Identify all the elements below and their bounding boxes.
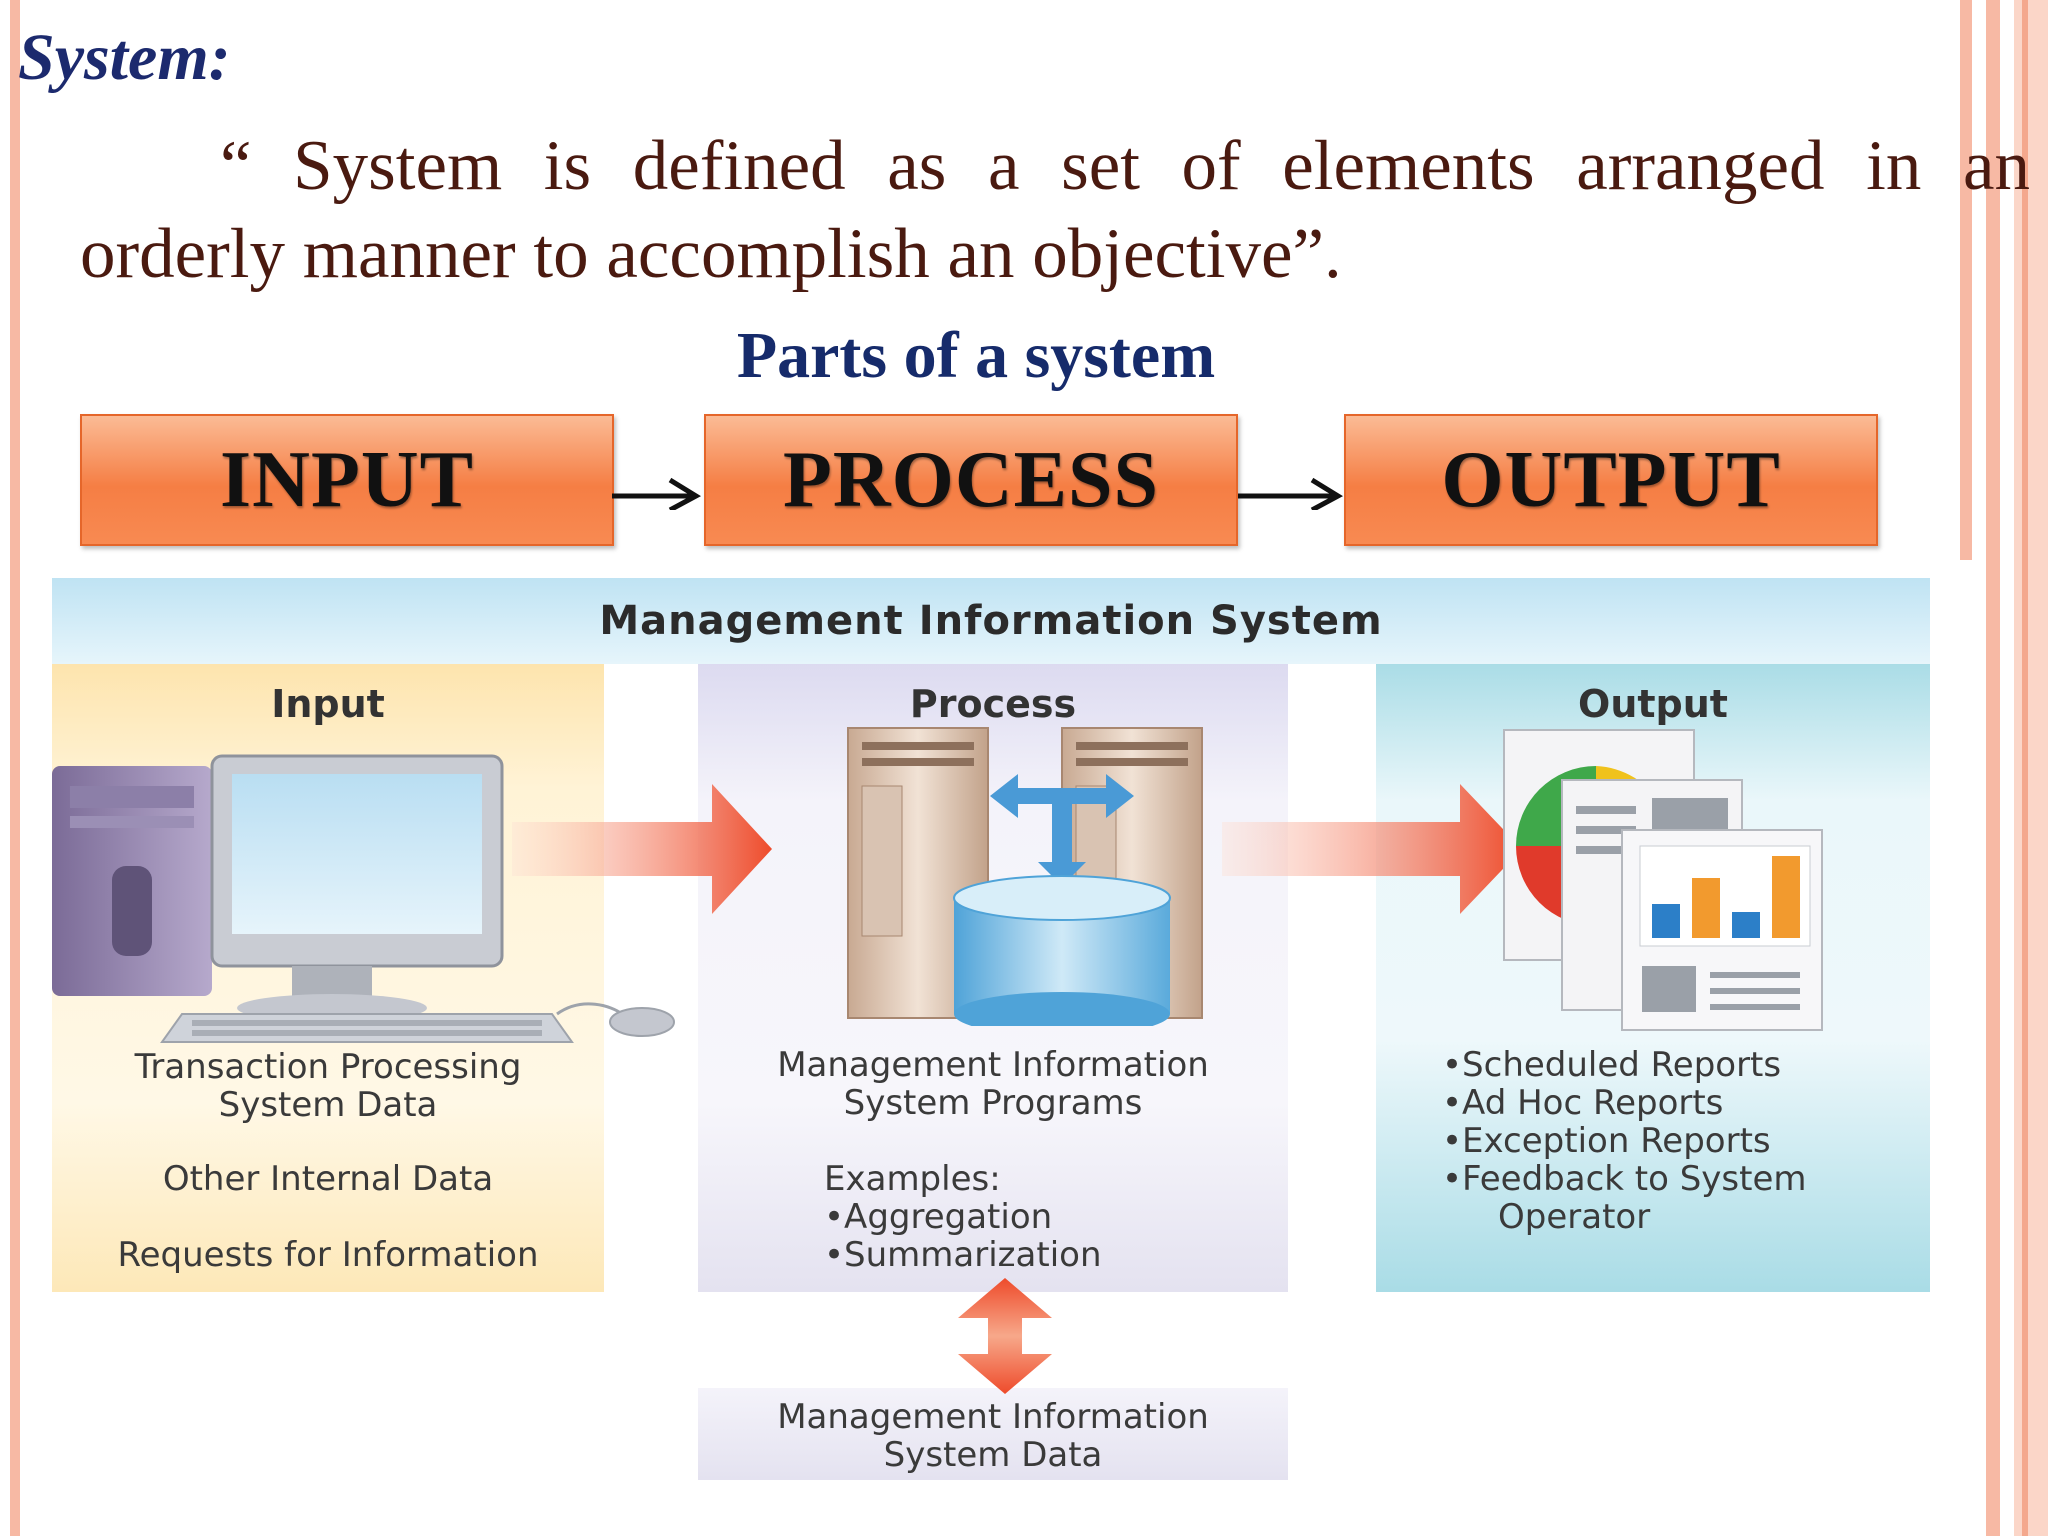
reports-chart-icon [1503,729,1823,1031]
server-database-icon [847,727,1203,1026]
mis-diagram: Management Information System Input Proc… [52,560,1982,1536]
output-item-feedback: •Feedback to System [1442,1159,1807,1199]
input-heading: Input [271,682,385,726]
definition-line-1: “ System is defined as a set of elements… [220,127,2030,205]
process-programs: Management Information System Programs [698,1046,1288,1122]
process-data: Management Information System Data [698,1398,1288,1474]
process-examples: Examples: •Aggregation •Summarization [824,1160,1244,1274]
process-data-line1: Management Information [777,1397,1209,1437]
input-item-tps: Transaction Processing System Data [52,1048,604,1124]
output-item-adhoc: •Ad Hoc Reports [1442,1083,1724,1123]
slide-border-right [2022,0,2028,1536]
process-examples-label: Examples: [824,1159,1001,1199]
system-definition: “ System is defined as a set of elements… [80,122,2030,298]
process-box: PROCESS [704,414,1238,546]
slide-border-left [10,0,20,1536]
desktop-computer-icon [52,754,675,1043]
process-example-summarization: •Summarization [824,1235,1102,1275]
input-item-requests: Requests for Information [117,1235,539,1275]
process-data-line2: System Data [883,1435,1103,1475]
flow-arrow-icon [1238,477,1344,510]
slide-border-right [2014,0,2048,1536]
output-item-exception: •Exception Reports [1442,1121,1771,1161]
slide-heading: System: [18,21,231,94]
process-programs-line1: Management Information [777,1045,1209,1085]
process-example-aggregation: •Aggregation [824,1197,1053,1237]
mis-title: Management Information System [52,578,1930,664]
slide-border-right [1986,0,2000,1536]
output-heading: Output [1578,682,1728,726]
mis-data-panel [698,1388,1288,1480]
output-box: OUTPUT [1344,414,1878,546]
parts-title: Parts of a system [736,319,1216,392]
process-programs-line2: System Programs [843,1083,1143,1123]
input-item-tps-line1: Transaction Processing [134,1047,522,1087]
process-to-output-arrow-icon [1222,784,1522,914]
input-to-process-arrow-icon [512,784,772,914]
definition-line-2: orderly manner to accomplish an objectiv… [80,215,1342,293]
output-item-scheduled: •Scheduled Reports [1442,1045,1782,1085]
input-item-internal: Other Internal Data [162,1159,494,1199]
input-box: INPUT [80,414,614,546]
output-item-feedback-cont: Operator [1498,1197,1651,1237]
double-arrow-icon [958,1278,1052,1394]
process-heading: Process [909,682,1077,726]
output-list: •Scheduled Reports •Ad Hoc Reports •Exce… [1442,1046,1922,1236]
flow-arrow-icon [612,477,702,510]
input-item-tps-line2: System Data [218,1085,438,1125]
